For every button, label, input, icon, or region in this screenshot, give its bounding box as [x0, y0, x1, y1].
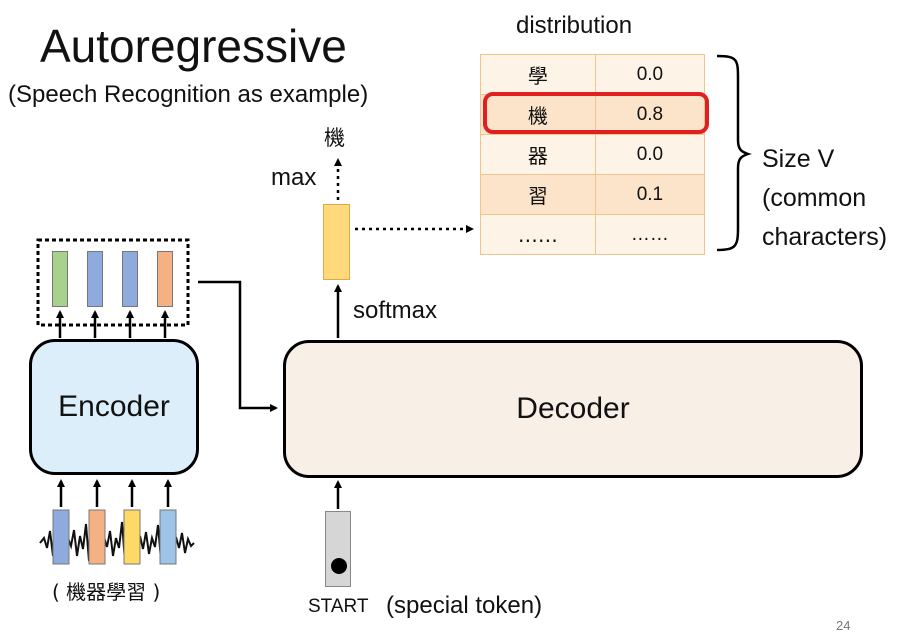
- distribution-char: 器: [480, 134, 596, 175]
- distribution-row: 學 0.0: [480, 54, 706, 95]
- size-v-line: characters): [762, 223, 888, 251]
- decoder-label: Decoder: [516, 392, 630, 425]
- input-text: ( 機器學習 ): [52, 580, 161, 604]
- page-number: 24: [836, 618, 851, 633]
- distribution-table: 學 0.0 機 0.8 器 0.0 習 0.1 …… ……: [480, 54, 706, 255]
- slide-subtitle: (Speech Recognition as example): [8, 81, 369, 108]
- input-vector: [52, 509, 70, 565]
- size-brace: [716, 54, 752, 252]
- distribution-vector: [323, 204, 350, 280]
- decoder-block: Decoder: [283, 340, 863, 478]
- start-label: START: [308, 596, 369, 617]
- input-vector: [159, 509, 177, 565]
- distribution-row: 習 0.1: [480, 174, 706, 215]
- encoder-to-decoder-arrow: [198, 280, 278, 412]
- distribution-char: 習: [480, 174, 596, 215]
- distribution-row: 器 0.0: [480, 134, 706, 175]
- encoder-label: Encoder: [58, 390, 170, 423]
- distribution-row: 機 0.8: [480, 94, 706, 135]
- size-v-line: Size V: [762, 145, 835, 173]
- encoder-block: Encoder: [29, 339, 199, 475]
- input-vector: [123, 509, 141, 565]
- distribution-label: distribution: [516, 12, 633, 39]
- max-label: max: [271, 164, 317, 191]
- size-v-line: (common: [762, 184, 867, 212]
- encoder-output-vector: [122, 251, 138, 307]
- distribution-prob: 0.1: [594, 174, 706, 215]
- encoder-output-vector: [157, 251, 173, 307]
- input-vector: [88, 509, 106, 565]
- start-token-box: [325, 511, 351, 587]
- distribution-prob: 0.0: [594, 134, 706, 175]
- slide-title: Autoregressive: [40, 20, 347, 72]
- encoder-output-vector: [87, 251, 103, 307]
- distribution-prob: 0.8: [594, 94, 706, 135]
- size-v-label: Size V (common characters): [762, 140, 887, 257]
- special-token-label: (special token): [386, 592, 543, 619]
- encoder-output-vector: [52, 251, 68, 307]
- softmax-label: softmax: [353, 297, 438, 324]
- start-token-dot: [331, 558, 347, 574]
- distribution-prob: ……: [594, 214, 706, 255]
- selected-row-highlight: [483, 92, 709, 134]
- distribution-row: …… ……: [480, 214, 706, 255]
- output-char: 機: [324, 126, 345, 150]
- distribution-char: ……: [480, 214, 596, 255]
- encoder-output-dotted-box: [36, 238, 190, 327]
